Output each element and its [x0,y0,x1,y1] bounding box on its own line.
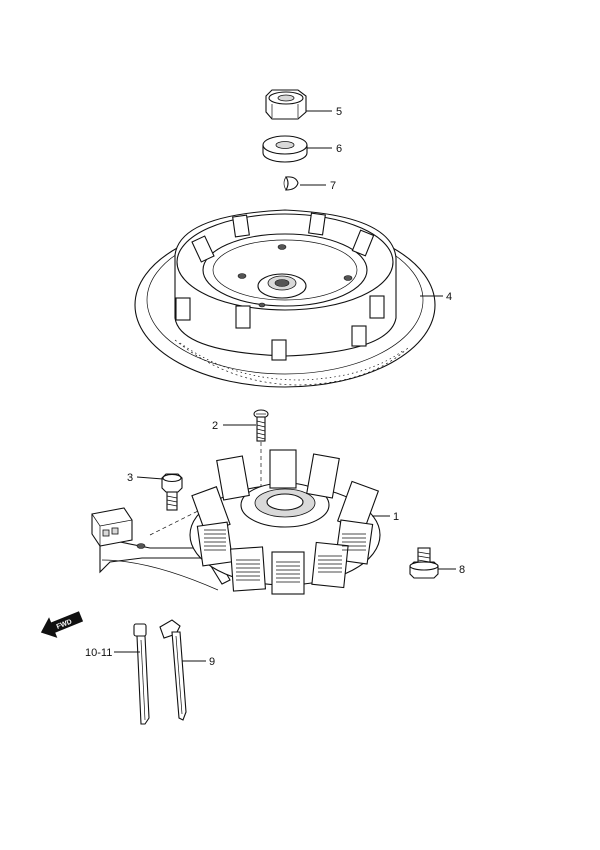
stator-part[interactable] [91,442,381,595]
key-part[interactable] [283,176,299,191]
fwd-direction-arrow: FWD [40,611,84,638]
washer-part[interactable] [262,135,308,163]
callout-8: 8 [459,564,465,576]
cable-tie-part-a[interactable] [133,623,150,725]
flywheel-tabs [175,212,385,361]
flywheel-hole [258,302,266,308]
coil-windings [204,529,366,583]
flywheel-hole [277,244,287,250]
callout-10-11: 10-11 [85,647,112,659]
callout-3: 3 [127,472,133,484]
callout-2: 2 [212,420,218,432]
ring-gear-teeth [174,339,409,386]
bolt-part[interactable] [161,473,183,511]
callout-6: 6 [336,143,342,155]
flywheel-hole [343,275,353,281]
nut-part[interactable] [265,89,307,120]
callout-4: 4 [446,291,452,303]
cable-tie-part-b[interactable] [159,619,187,721]
flywheel-hole [237,273,247,279]
flange-bolt-part[interactable] [409,547,439,579]
screw-part[interactable] [253,409,269,442]
flywheel-part[interactable] [134,209,436,388]
stator-coils [191,449,380,595]
callout-9: 9 [209,656,215,668]
callout-1: 1 [393,511,399,523]
callout-7: 7 [330,180,336,192]
callout-5: 5 [336,106,342,118]
